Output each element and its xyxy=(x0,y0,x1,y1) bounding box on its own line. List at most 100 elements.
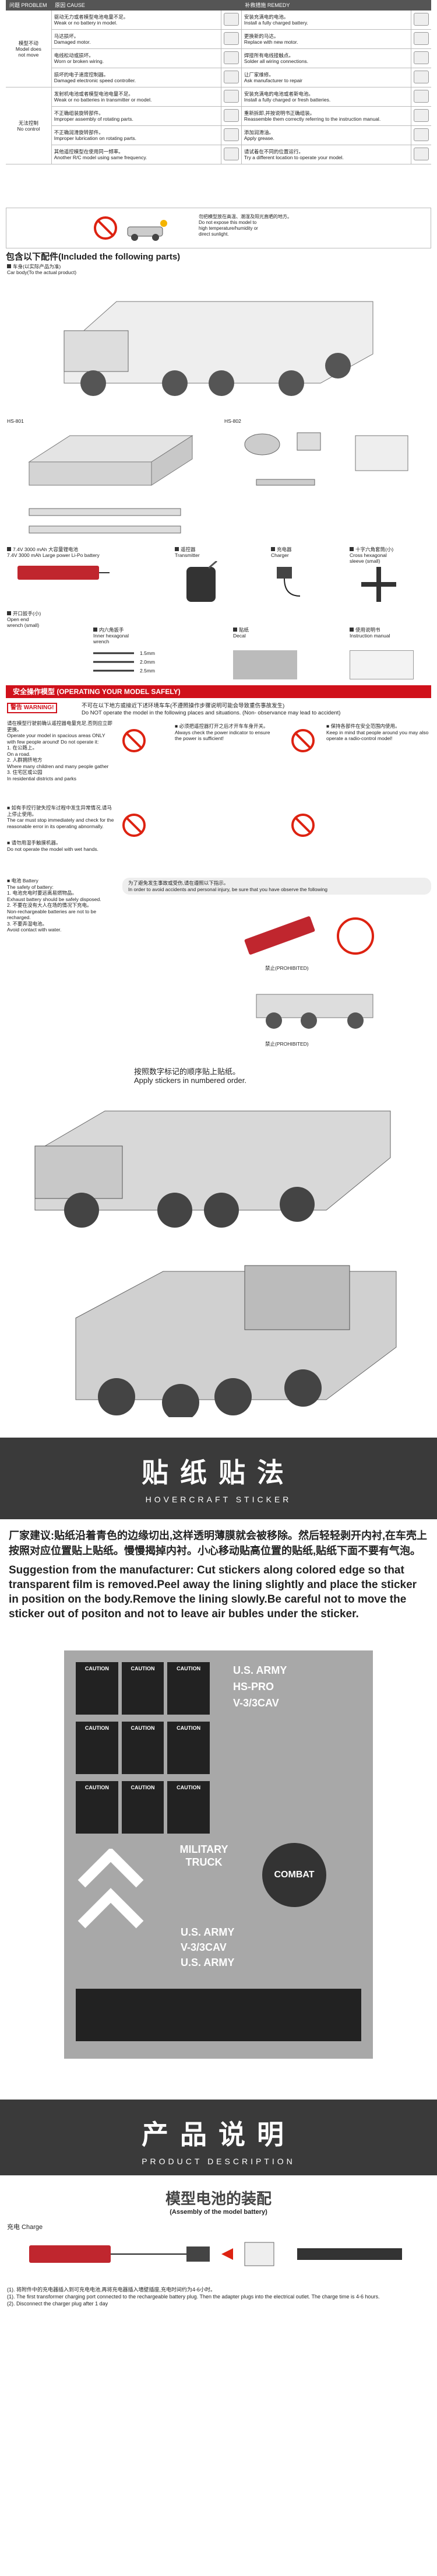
assembly-title: 模型电池的装配 xyxy=(165,2191,272,2208)
car-under-sun-icon xyxy=(127,220,167,241)
hex-wrench-icon xyxy=(93,652,134,672)
troubleshooting-table: 问题 PROBLEM 原因 CAUSE 补救措施 REMEDY 模型不动 Mod… xyxy=(6,0,431,164)
illustration-icon xyxy=(413,148,429,160)
illustration-icon xyxy=(223,51,239,64)
hex-sizes: 1.5mm 2.0mm 2.5mm xyxy=(0,650,437,679)
remedy-cell: 重新拆卸,并按说明书正确组装。 Reassemble them correctl… xyxy=(241,106,411,126)
hex-wrench-text: 内六角扳手 Inner hexagonal wrench xyxy=(93,627,129,644)
remedy-cell: 焊接所有电线接触点。 Solder all wiring connections… xyxy=(241,48,411,68)
illustration-icon xyxy=(223,128,239,141)
illustration-icon xyxy=(413,109,429,122)
illustration-icon xyxy=(413,32,429,45)
remedy-illustration xyxy=(411,68,431,87)
product-banner-cn: 产品说明 xyxy=(142,2119,295,2150)
caution-sticker: CAUTION xyxy=(167,1662,210,1715)
cause-illustration xyxy=(221,29,242,49)
cause-cell: 不正确组装旋转部件。 Improper assembly of rotating… xyxy=(51,106,221,126)
cause-cell: 驱动无力或者模型电池电量不足。 Weak or no battery in mo… xyxy=(51,10,221,30)
charger-icon xyxy=(277,567,301,597)
cause-cell: 发射机电池或者模型电池电量不足。 Weak or no batteries in… xyxy=(51,87,221,107)
caution-sticker: CAUTION xyxy=(76,1722,118,1774)
cause-illustration xyxy=(221,87,242,107)
problem-group-label: 无法控制 No control xyxy=(6,87,52,164)
warning-badge: 警告 WARNING! xyxy=(7,703,58,713)
decal-label: 贴纸 Decal xyxy=(233,627,249,639)
charger-label: 充电器 Charger xyxy=(271,546,292,558)
remedy-illustration xyxy=(411,10,431,30)
safety-right-2: ■ 保持各部件在安全范围内使用。 Keep in mind that peopl… xyxy=(326,723,429,741)
illustration-icon xyxy=(413,128,429,141)
size-1-5: 1.5mm xyxy=(140,650,155,656)
caution-sticker: CAUTION xyxy=(167,1722,210,1774)
dashboard-sticker xyxy=(76,1989,361,2041)
assembly-subtitle: (Assembly of the model battery) xyxy=(170,2209,267,2216)
battery-assembly-section: 模型电池的装配 (Assembly of the model battery) … xyxy=(0,2181,437,2576)
sticker-v3-3cav: V-3/3CAV xyxy=(233,1697,279,1709)
safety-title: 安全操作模型 (OPERATING YOUR MODEL SAFELY) xyxy=(6,685,431,698)
car-body-label: 车身(以实际产品为准) Car body(To the actual produ… xyxy=(7,264,76,275)
caution-sticker: CAUTION xyxy=(121,1781,164,1834)
battery-icon xyxy=(17,566,110,580)
illustration-icon xyxy=(223,148,239,160)
cause-cell: 马达损坏。 Damaged motor. xyxy=(51,29,221,49)
trouble-row: 不正确组装旋转部件。 Improper assembly of rotating… xyxy=(6,106,431,126)
header-cause: 原因 CAUSE xyxy=(51,0,242,10)
cause-illustration xyxy=(221,10,242,30)
cargo-box-drawing xyxy=(28,435,193,486)
manual-label: 使用说明书 Instruction manual xyxy=(350,627,390,639)
decal-text: 贴纸 Decal xyxy=(233,627,249,639)
caution-sticker: CAUTION xyxy=(167,1781,210,1834)
caution-sticker: CAUTION xyxy=(76,1662,118,1715)
header-problem: 问题 PROBLEM xyxy=(6,0,52,10)
sticker-v3-3cav-2: V-3/3CAV xyxy=(181,1941,227,1953)
safety-left-2: ■ 如有手控行驶失控车过程中发生异常情况,请马上停止使用。 The car mu… xyxy=(7,805,114,829)
illustration-icon xyxy=(413,13,429,26)
cause-illustration xyxy=(221,106,242,126)
size-2-5: 2.5mm xyxy=(140,668,155,674)
cause-cell: 其他遥控模型在使用同一频率。 Another R/C model using s… xyxy=(51,145,221,164)
illustration-icon xyxy=(413,90,429,103)
open-wrench-label: 开口扳手(小) Open end wrench (small) xyxy=(7,611,41,628)
trouble-row: 损坏的电子速度控制器。 Damaged electronic speed con… xyxy=(6,68,431,87)
illustration-icon xyxy=(223,109,239,122)
cause-illustration xyxy=(221,145,242,164)
sticker-banner-cn: 贴纸贴法 xyxy=(142,1457,295,1488)
safety-right-1: ■ 必须把遥控器打开之后才开车车身开关。 Always check the po… xyxy=(175,723,270,741)
manual-text: 使用说明书 Instruction manual xyxy=(350,627,390,639)
sticker-hs-pro: HS-PRO xyxy=(233,1681,274,1692)
illustration-icon xyxy=(413,71,429,83)
illustration-icon xyxy=(223,32,239,45)
header-remedy: 补救措施 REMEDY xyxy=(241,0,431,10)
manual-thumbnail xyxy=(350,650,414,679)
cross-wrench-icon xyxy=(361,567,396,602)
numbered-instruction: 按照数字标记的顺序贴上贴纸。 Apply stickers in numbere… xyxy=(134,1067,246,1085)
remedy-illustration xyxy=(411,106,431,126)
prohibited-label-1: 禁止(PROHIBITED) xyxy=(265,965,309,971)
truck-water-drawing xyxy=(256,994,373,1029)
bottom-army-labels: U.S. ARMY V-3/3CAV U.S. ARMY xyxy=(181,1925,234,1970)
remedy-cell: 让厂家维修。 Ask manufacturer to repair xyxy=(241,68,411,87)
trouble-row: 其他遥控模型在使用同一频率。 Another R/C model using s… xyxy=(6,145,431,164)
remedy-cell: 安装充满电的电池。 Install a fully charged batter… xyxy=(241,10,411,30)
battery-charging-drawing xyxy=(244,916,374,955)
hex-wrench-label: 内六角扳手 Inner hexagonal wrench xyxy=(93,627,129,644)
caution-sticker: CAUTION xyxy=(121,1662,164,1715)
safety-section: 安全操作模型 (OPERATING YOUR MODEL SAFELY) 警告 … xyxy=(0,685,437,1064)
cause-illustration xyxy=(221,68,242,87)
cross-wrench-label: 十字六角套筒(小) Cross hexagonal sleeve (small) xyxy=(350,546,393,564)
frame-drawing xyxy=(29,508,181,534)
remedy-cell: 安装充满电的电池或者新电池。 Install a fully charged o… xyxy=(241,87,411,107)
prohibited-road-icon xyxy=(122,729,146,752)
transmitter-text: 遥控器 Transmitter xyxy=(175,546,200,558)
accessory-parts-drawing xyxy=(244,432,408,486)
storage-note: 勿把模型放在高温、潮湿及阳光直晒的地方。 Do not expose this … xyxy=(6,208,431,248)
suggestion-cn: 厂家建议:贴纸沿着青色的边缘切出,这样透明薄膜就会被移除。然后轻轻剥开内衬,在车… xyxy=(9,1530,427,1557)
note-text: 勿把模型放在高温、潮湿及阳光直晒的地方。 Do not expose this … xyxy=(199,214,292,237)
small-tools-row: 内六角扳手 Inner hexagonal wrench 贴纸 Decal 使用… xyxy=(0,627,437,650)
charge-label: 充电 Charge xyxy=(7,2224,43,2231)
numbered-cn: 按照数字标记的顺序贴上贴纸。 xyxy=(134,1067,241,1076)
sticker-banner: 贴纸贴法 HOVERCRAFT STICKER xyxy=(0,1438,437,1519)
